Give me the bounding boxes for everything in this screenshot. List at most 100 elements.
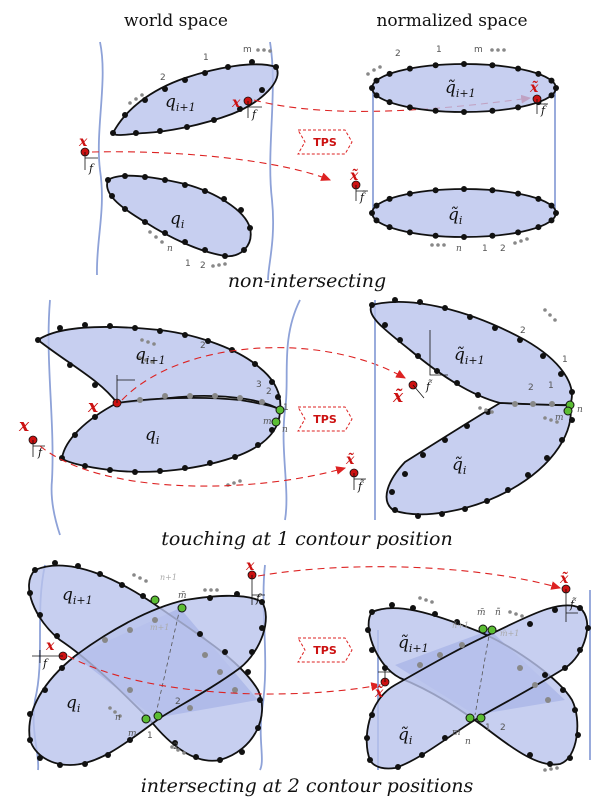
index-label-m-tilde: m̃ bbox=[178, 590, 187, 601]
contour-point bbox=[548, 202, 555, 209]
contour-q-intersecting bbox=[28, 594, 267, 766]
label-q-tilde-next-2: q̃i+1 bbox=[454, 345, 485, 367]
label-q-next-2: qi+1 bbox=[135, 345, 166, 367]
contour-point bbox=[461, 186, 467, 192]
index-label-2e: 2 bbox=[200, 341, 206, 351]
svg-text:x̃: x̃ bbox=[529, 79, 539, 96]
contour-point bbox=[386, 99, 393, 106]
svg-text:f̃: f̃ bbox=[425, 380, 432, 393]
svg-text:x: x bbox=[78, 134, 88, 150]
contour-point bbox=[553, 85, 559, 91]
svg-text:x̃: x̃ bbox=[559, 570, 569, 587]
normalized-point-x-lower: x̃ f̃ bbox=[349, 167, 368, 204]
contour-point bbox=[373, 92, 380, 99]
contour-point bbox=[548, 92, 555, 99]
caption-non-intersecting: non-intersecting bbox=[228, 270, 386, 292]
mapping-arrow-intersecting-upper bbox=[257, 566, 562, 590]
contour-point bbox=[373, 77, 380, 84]
index-label-1f: 1 bbox=[562, 355, 568, 365]
world-point-x-upper: x f bbox=[231, 95, 262, 121]
intersecting-normalized-crossing-points bbox=[465, 624, 497, 723]
contour-q-normalized bbox=[371, 188, 557, 238]
index-label-n3: n bbox=[577, 405, 583, 415]
contour-points-tilde-intersecting bbox=[364, 602, 591, 770]
index-label-n-plus-1: n+1 bbox=[160, 573, 177, 582]
label-q-3: qi bbox=[66, 693, 80, 715]
svg-text:f̃: f̃ bbox=[540, 104, 547, 117]
contour-point bbox=[432, 62, 439, 69]
svg-text:x̃: x̃ bbox=[374, 684, 384, 701]
index-label-1i: 1 bbox=[485, 723, 491, 733]
index-label-n: n bbox=[167, 244, 173, 254]
index-label-2j: 2 bbox=[173, 742, 179, 752]
svg-text:TPS: TPS bbox=[313, 413, 337, 426]
index-label-m4: m bbox=[128, 729, 137, 739]
mapping-arrow-lower bbox=[91, 151, 332, 181]
svg-text:x̃: x̃ bbox=[345, 451, 355, 468]
ellipsis-dots bbox=[128, 48, 272, 105]
index-label-2k: 2 bbox=[500, 723, 506, 733]
svg-text:x: x bbox=[87, 397, 99, 417]
contour-point bbox=[515, 104, 522, 111]
contour-point bbox=[548, 77, 555, 84]
mapping-arrow-intersecting-lower bbox=[67, 655, 382, 695]
intersecting-crossing-points bbox=[141, 595, 187, 724]
svg-text:x: x bbox=[245, 558, 255, 574]
touching-normalized-interior-dots bbox=[478, 308, 559, 424]
contour-point bbox=[406, 229, 413, 236]
touching-point-x-boundary: x bbox=[87, 375, 135, 417]
ellipsis-dots-3 bbox=[366, 48, 529, 247]
tps-mapping-label-3: TPS bbox=[297, 637, 353, 663]
label-q-tilde-next-3: q̃i+1 bbox=[398, 633, 429, 655]
caption-touching: touching at 1 contour position bbox=[161, 528, 452, 550]
label-q: qi bbox=[170, 209, 184, 231]
svg-text:x̃: x̃ bbox=[349, 167, 359, 184]
index-label-3: 3 bbox=[256, 380, 262, 390]
svg-text:TPS: TPS bbox=[313, 136, 337, 149]
contour-point bbox=[461, 109, 467, 115]
surface-line-right-3 bbox=[259, 564, 267, 771]
touching-point-x-outside: x f bbox=[18, 416, 45, 459]
contour-point bbox=[535, 224, 542, 231]
mapping-arrow-touching-upper bbox=[121, 347, 406, 401]
index-label-2c: 2 bbox=[395, 49, 401, 59]
world-space-header: world space bbox=[124, 11, 228, 31]
svg-text:f: f bbox=[37, 446, 44, 459]
index-label-m-tilde-b: m̃ bbox=[477, 607, 486, 618]
contour-points-touching bbox=[35, 322, 281, 475]
contour-points-q-world bbox=[105, 173, 253, 259]
surface-line-right-2 bbox=[282, 299, 301, 521]
contour-points-normalized bbox=[369, 61, 559, 240]
surface-line-left bbox=[96, 41, 104, 276]
index-label-2b: 2 bbox=[200, 261, 206, 271]
touching-normalized-point-x-lower: x̃ f̃ bbox=[345, 451, 366, 493]
contour-q-tilde-touching bbox=[385, 402, 572, 516]
svg-text:f̃: f̃ bbox=[569, 598, 576, 611]
contour-points-tilde-touching bbox=[369, 297, 575, 519]
index-label-m2: m bbox=[263, 417, 272, 427]
svg-text:f: f bbox=[88, 162, 95, 175]
svg-text:x: x bbox=[45, 638, 55, 654]
intersecting-point-x-world: x f bbox=[32, 638, 68, 670]
tps-mapping-label-2: TPS bbox=[297, 406, 353, 432]
index-label-n-tilde: ñ bbox=[495, 608, 501, 618]
intersecting-point-x-outside: x f bbox=[245, 558, 265, 605]
index-label-2d: 2 bbox=[500, 244, 506, 254]
contour-points-q-next-world bbox=[110, 59, 279, 136]
index-label-1: 1 bbox=[203, 53, 209, 63]
contour-point bbox=[386, 70, 393, 77]
index-label-n-tilde-plus-1: ñ+1 bbox=[452, 621, 469, 630]
label-q-next-3: qi+1 bbox=[62, 585, 93, 607]
index-label-2g: 2 bbox=[520, 326, 526, 336]
svg-text:x: x bbox=[18, 416, 30, 436]
normalized-space-header: normalized space bbox=[376, 11, 527, 31]
svg-text:x: x bbox=[231, 95, 241, 111]
label-q-next: qi+1 bbox=[165, 92, 196, 114]
contour-point bbox=[461, 61, 467, 67]
svg-text:f̃: f̃ bbox=[359, 191, 366, 204]
contour-point bbox=[461, 234, 467, 240]
intersecting-normalized-point-x-left: x̃ bbox=[374, 665, 392, 701]
label-q-tilde-3: q̃i bbox=[398, 725, 412, 747]
contour-point bbox=[406, 190, 413, 197]
contour-point bbox=[373, 217, 380, 224]
